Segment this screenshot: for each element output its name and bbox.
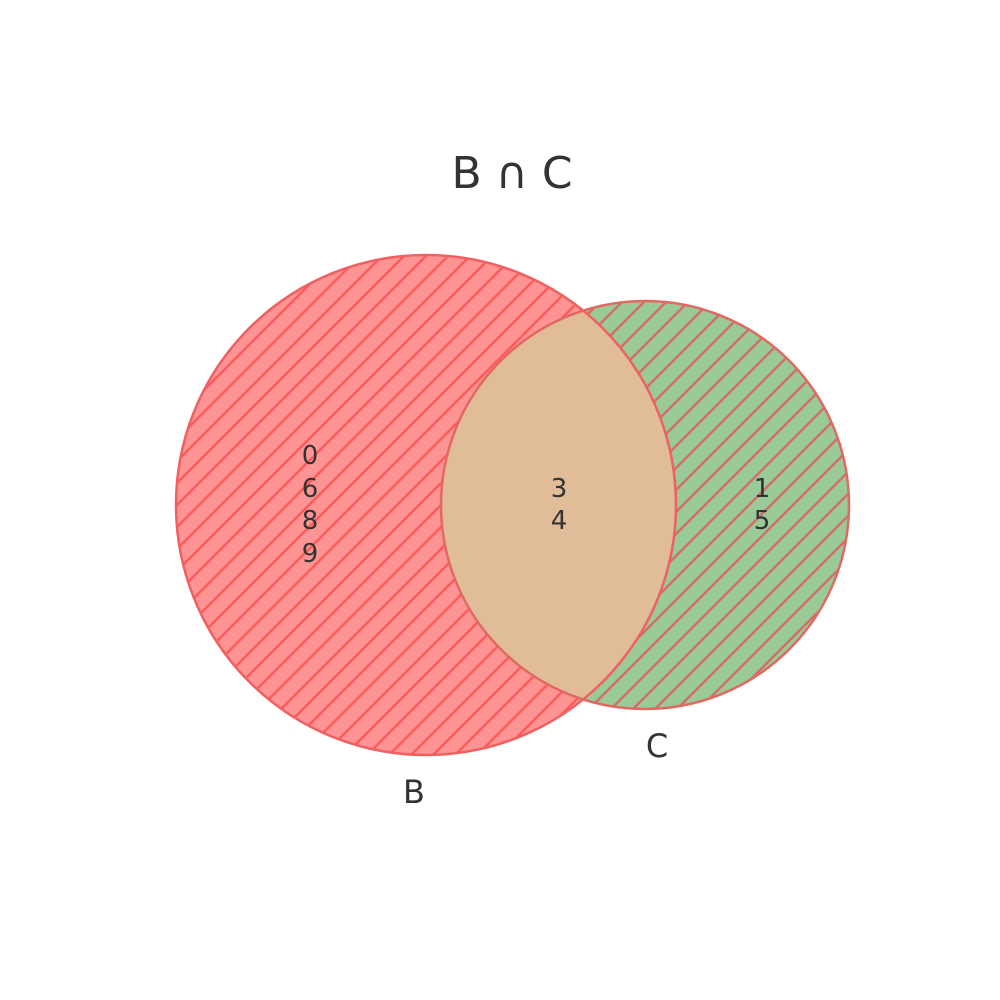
element-label: 3 bbox=[551, 474, 568, 504]
element-label: 6 bbox=[302, 474, 319, 504]
element-label: 4 bbox=[551, 506, 568, 536]
region-only-b: 0 6 8 9 bbox=[302, 441, 319, 569]
element-label: 1 bbox=[754, 474, 771, 504]
set-c-outline bbox=[439, 299, 851, 711]
intersection-region bbox=[441, 301, 676, 709]
element-label: 9 bbox=[302, 539, 319, 569]
element-label: 5 bbox=[754, 506, 771, 536]
set-b-outline bbox=[174, 253, 678, 757]
set-c-label: C bbox=[646, 727, 668, 765]
region-b-and-c: 3 4 bbox=[551, 474, 568, 536]
diagram-title: B ∩ C bbox=[451, 148, 572, 199]
region-only-c: 1 5 bbox=[754, 474, 771, 536]
set-b-label: B bbox=[403, 773, 425, 811]
element-label: 8 bbox=[302, 506, 319, 536]
element-label: 0 bbox=[302, 441, 319, 471]
